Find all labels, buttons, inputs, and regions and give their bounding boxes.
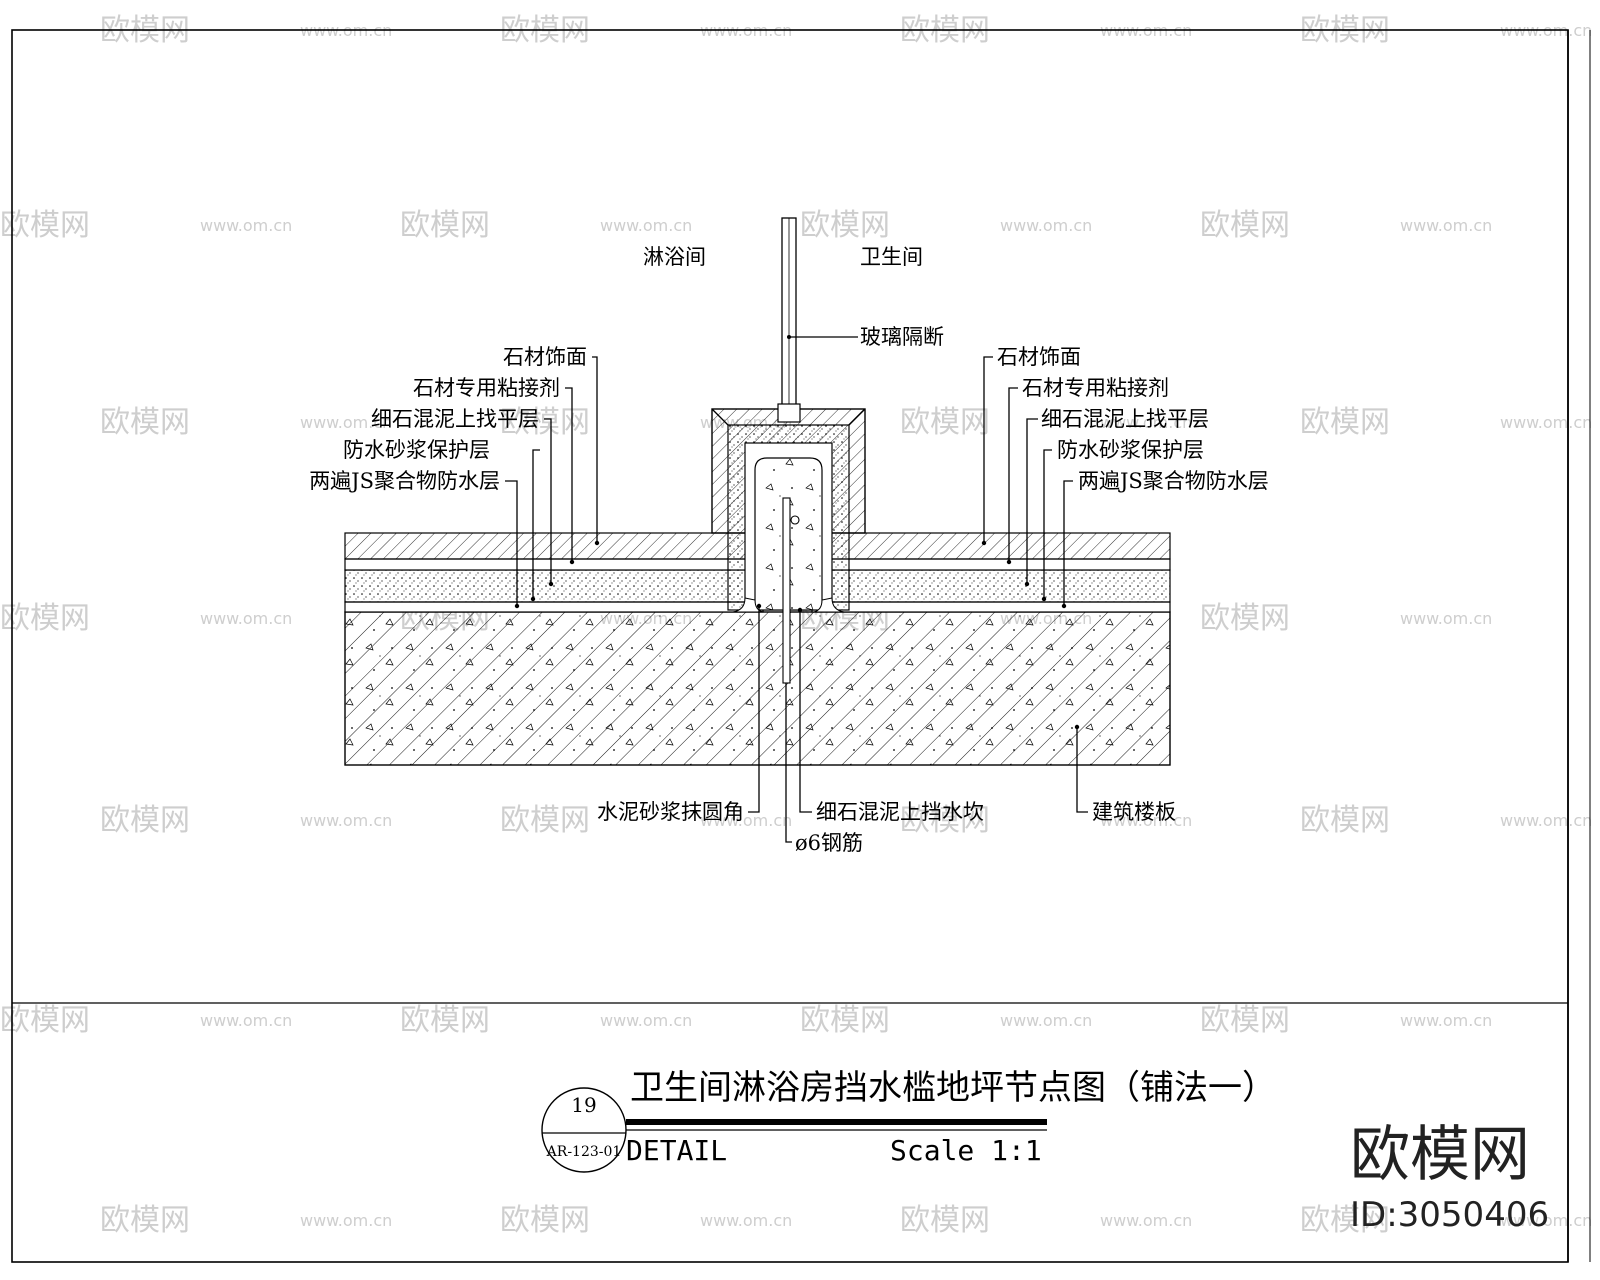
callout-fillet: 水泥砂浆抹圆角 bbox=[597, 800, 744, 824]
left-leaders bbox=[505, 356, 600, 609]
watermark-brand: 欧模网 bbox=[1200, 208, 1290, 243]
watermark-site: www.om.cn bbox=[1000, 1011, 1092, 1030]
watermark-brand: 欧模网 bbox=[1300, 405, 1390, 440]
watermark-brand: 欧模网 bbox=[500, 405, 590, 440]
left-layer-1: 石材饰面 bbox=[503, 345, 587, 369]
watermark-brand: 欧模网 bbox=[500, 803, 590, 838]
brand-logo-text: 欧模网 bbox=[1350, 1120, 1530, 1190]
drawing-title: 卫生间淋浴房挡水槛地坪节点图（铺法一） bbox=[630, 1068, 1276, 1108]
watermark-site: www.om.cn bbox=[200, 216, 292, 235]
watermark-site: www.om.cn bbox=[600, 1011, 692, 1030]
watermark-site: www.om.cn bbox=[1400, 1011, 1492, 1030]
ref-sheet: AR-123-01 bbox=[546, 1144, 622, 1160]
callout-curb: 细石混泥上挡水坎 bbox=[816, 800, 984, 824]
watermark-brand: 欧模网 bbox=[900, 1203, 990, 1238]
ref-number: 19 bbox=[571, 1093, 596, 1117]
watermark-site: www.om.cn bbox=[300, 413, 392, 432]
watermark-site: www.om.cn bbox=[1400, 216, 1492, 235]
callout-slab: 建筑楼板 bbox=[1092, 800, 1176, 824]
watermark-brand: 欧模网 bbox=[0, 1003, 90, 1038]
right-layer-3: 细石混泥上找平层 bbox=[1041, 407, 1209, 431]
right-layer-1: 石材饰面 bbox=[997, 345, 1081, 369]
watermark-site: www.om.cn bbox=[600, 216, 692, 235]
glass-partition bbox=[777, 217, 801, 423]
watermark-site: www.om.cn bbox=[200, 609, 292, 628]
sheet-frame bbox=[11, 29, 1591, 1263]
title-block bbox=[541, 1087, 1047, 1173]
brand-id: ID:3050406 bbox=[1350, 1195, 1549, 1235]
watermark-brand: 欧模网 bbox=[400, 1003, 490, 1038]
watermark-brand: 欧模网 bbox=[1200, 1003, 1290, 1038]
watermark-brand: 欧模网 bbox=[0, 208, 90, 243]
watermark-site: www.om.cn bbox=[1100, 1211, 1192, 1230]
watermark-site: www.om.cn bbox=[700, 811, 792, 830]
watermark-brand: 欧模网 bbox=[1200, 601, 1290, 636]
watermark-brand: 欧模网 bbox=[1300, 803, 1390, 838]
watermark-brand: 欧模网 bbox=[100, 1203, 190, 1238]
right-layer-2: 石材专用粘接剂 bbox=[1022, 376, 1169, 400]
left-layer-2: 石材专用粘接剂 bbox=[413, 376, 560, 400]
watermark-brand: 欧模网 bbox=[900, 405, 990, 440]
room-label-bathroom: 卫生间 bbox=[860, 245, 923, 269]
watermark-site: www.om.cn bbox=[300, 811, 392, 830]
watermark-site: www.om.cn bbox=[1100, 811, 1192, 830]
watermark-brand: 欧模网 bbox=[100, 803, 190, 838]
detail-label: DETAIL bbox=[626, 1134, 727, 1167]
watermark-site: www.om.cn bbox=[1500, 1211, 1592, 1230]
right-layer-4: 防水砂浆保护层 bbox=[1057, 438, 1204, 462]
watermark-brand: 欧模网 bbox=[100, 405, 190, 440]
callout-glass bbox=[787, 335, 858, 339]
callout-glass-label: 玻璃隔断 bbox=[860, 325, 944, 349]
watermark-brand: 欧模网 bbox=[800, 1003, 890, 1038]
left-layer-4: 防水砂浆保护层 bbox=[343, 438, 490, 462]
watermark-brand: 欧模网 bbox=[0, 601, 90, 636]
right-layer-5: 两遍JS聚合物防水层 bbox=[1078, 469, 1269, 493]
left-layer-5: 两遍JS聚合物防水层 bbox=[309, 469, 500, 493]
watermark-site: www.om.cn bbox=[200, 1011, 292, 1030]
watermark-brand: 欧模网 bbox=[900, 803, 990, 838]
left-floor-layers bbox=[344, 532, 764, 613]
watermark-site: www.om.cn bbox=[1400, 609, 1492, 628]
watermark-brand: 欧模网 bbox=[500, 1203, 590, 1238]
bottom-leaders bbox=[748, 603, 1088, 843]
scale-label: Scale 1:1 bbox=[890, 1134, 1042, 1167]
watermark-site: www.om.cn bbox=[1100, 413, 1192, 432]
floor-slab bbox=[344, 611, 1171, 766]
left-layer-3: 细石混泥上找平层 bbox=[371, 407, 539, 431]
watermark-brand: 欧模网 bbox=[800, 208, 890, 243]
watermark-site: www.om.cn bbox=[300, 1211, 392, 1230]
right-floor-layers bbox=[811, 532, 1171, 613]
room-label-shower: 淋浴间 bbox=[643, 245, 706, 269]
watermark-site: www.om.cn bbox=[1500, 811, 1592, 830]
watermark-site: www.om.cn bbox=[1500, 413, 1592, 432]
callout-rebar: ø6钢筋 bbox=[795, 831, 863, 855]
watermark-site: www.om.cn bbox=[1000, 216, 1092, 235]
watermark-brand: 欧模网 bbox=[1300, 1203, 1390, 1238]
watermark-site: www.om.cn bbox=[700, 1211, 792, 1230]
right-leaders bbox=[981, 356, 1073, 609]
water-stop-curb bbox=[711, 408, 866, 684]
watermark-brand: 欧模网 bbox=[400, 208, 490, 243]
